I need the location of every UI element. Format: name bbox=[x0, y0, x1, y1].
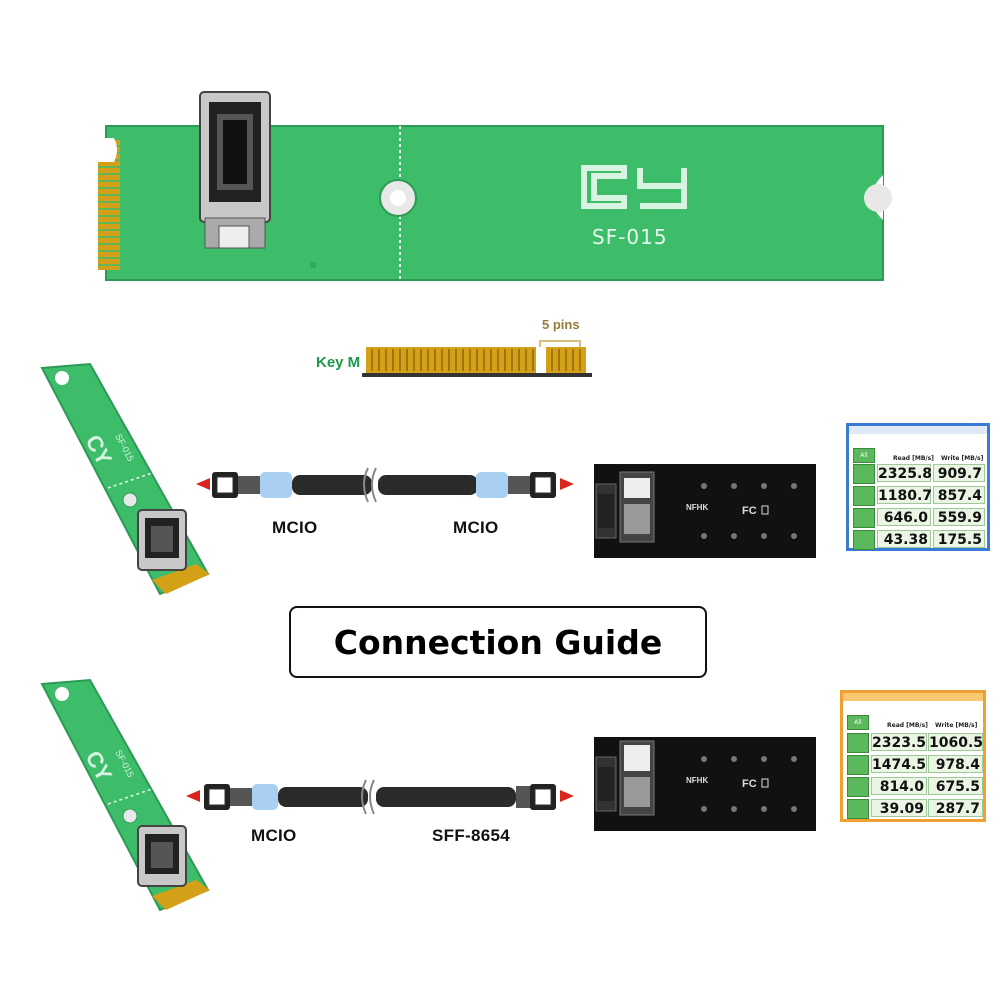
write-value: 978.4 bbox=[928, 755, 983, 773]
cable-1-right-label: MCIO bbox=[453, 518, 499, 537]
pins-label: 5 pins bbox=[542, 317, 580, 332]
cable-2 bbox=[180, 772, 580, 822]
write-value: 559.9 bbox=[933, 508, 985, 526]
connection-guide-title: Connection Guide bbox=[289, 606, 707, 678]
read-value: 43.38 bbox=[877, 530, 931, 548]
mcio-connector bbox=[197, 88, 275, 258]
benchmark-titlebar bbox=[849, 426, 987, 434]
cable-1 bbox=[190, 460, 580, 510]
row-3-button[interactable] bbox=[847, 777, 869, 797]
write-header: Write [MB/s] bbox=[935, 722, 978, 729]
write-value: 287.7 bbox=[928, 799, 983, 817]
read-value: 646.0 bbox=[877, 508, 931, 526]
write-value: 675.5 bbox=[928, 777, 983, 795]
read-value: 1180.7 bbox=[877, 486, 933, 504]
angled-card-2: CY SF-015 bbox=[20, 676, 220, 916]
top-pcb-card bbox=[98, 120, 893, 286]
row-2-button[interactable] bbox=[853, 486, 875, 506]
angled-card-1: CY SF-015 bbox=[20, 360, 220, 600]
row-3-button[interactable] bbox=[853, 508, 875, 528]
svg-text:FC: FC bbox=[742, 505, 757, 517]
benchmark-menubar bbox=[843, 701, 983, 708]
benchmark-titlebar bbox=[843, 693, 983, 701]
brand-logo bbox=[580, 162, 700, 212]
benchmark-all-button[interactable]: All bbox=[853, 448, 875, 463]
write-header: Write [MB/s] bbox=[941, 455, 984, 462]
adapter-board-2: NFHK FC bbox=[594, 737, 816, 835]
row-1-button[interactable] bbox=[853, 464, 875, 484]
pin-diagram bbox=[362, 333, 594, 379]
cable-2-left-label: MCIO bbox=[251, 826, 297, 845]
model-label: SF-015 bbox=[592, 225, 668, 249]
read-value: 39.09 bbox=[871, 799, 927, 817]
benchmark-menubar bbox=[849, 434, 987, 441]
read-header: Read [MB/s] bbox=[887, 722, 928, 729]
benchmark-all-button[interactable]: All bbox=[847, 715, 869, 730]
read-value: 2325.8 bbox=[877, 464, 933, 482]
cable-2-right-label: SFF-8654 bbox=[432, 826, 510, 845]
read-value: 814.0 bbox=[871, 777, 927, 795]
write-value: 1060.5 bbox=[928, 733, 984, 751]
svg-text:NFHK: NFHK bbox=[686, 503, 708, 512]
read-value: 2323.5 bbox=[871, 733, 927, 751]
cable-1-left-label: MCIO bbox=[272, 518, 318, 537]
svg-text:FC: FC bbox=[742, 778, 757, 790]
key-label: Key M bbox=[316, 354, 361, 371]
benchmark-window-1: All Read [MB/s] Write [MB/s] 2325.8 909.… bbox=[846, 423, 990, 551]
row-4-button[interactable] bbox=[853, 530, 875, 550]
adapter-board-1: NFHK FC bbox=[594, 464, 816, 562]
read-value: 1474.5 bbox=[871, 755, 927, 773]
write-value: 909.7 bbox=[933, 464, 985, 482]
row-1-button[interactable] bbox=[847, 733, 869, 753]
benchmark-window-2: All Read [MB/s] Write [MB/s] 2323.5 1060… bbox=[840, 690, 986, 822]
row-4-button[interactable] bbox=[847, 799, 869, 819]
row-2-button[interactable] bbox=[847, 755, 869, 775]
svg-text:NFHK: NFHK bbox=[686, 776, 708, 785]
write-value: 175.5 bbox=[933, 530, 985, 548]
read-header: Read [MB/s] bbox=[893, 455, 934, 462]
write-value: 857.4 bbox=[933, 486, 985, 504]
